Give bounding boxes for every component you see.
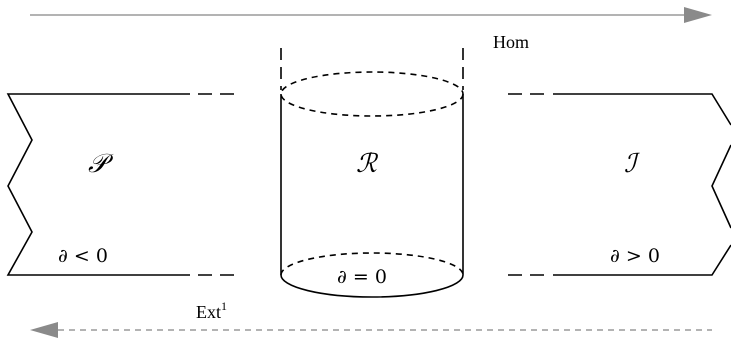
- cylinder-top-ellipse: [280, 71, 464, 117]
- ext-arrowhead-icon: [30, 322, 58, 338]
- hom-arrow: [30, 7, 712, 23]
- ext-arrow: [30, 322, 712, 338]
- right-region: [508, 93, 731, 276]
- cylinder-bottom-front-arc: [280, 274, 464, 298]
- ext-label-sup: 1: [221, 299, 227, 313]
- center-cylinder: [280, 48, 464, 298]
- center-region-condition: ∂ = 0: [337, 266, 387, 288]
- left-region-condition: ∂ < 0: [58, 245, 108, 267]
- left-region-symbol: 𝒫: [88, 149, 114, 179]
- hom-arrowhead-icon: [684, 7, 712, 23]
- right-region-symbol: ℐ: [624, 149, 640, 179]
- right-region-zigzag: [711, 144, 731, 229]
- hom-label: Hom: [493, 32, 529, 52]
- ext-label-base: Ext: [196, 302, 221, 322]
- ext-label: Ext1: [196, 299, 227, 322]
- center-region-symbol: ℛ: [356, 149, 379, 179]
- cylinder-bottom-back-arc: [280, 252, 464, 276]
- right-region-top-outline: [553, 93, 731, 126]
- left-region: [6, 93, 238, 276]
- right-region-condition: ∂ > 0: [610, 245, 660, 267]
- right-region-bottom-outline: [553, 244, 731, 276]
- left-region-outline: [6, 93, 190, 276]
